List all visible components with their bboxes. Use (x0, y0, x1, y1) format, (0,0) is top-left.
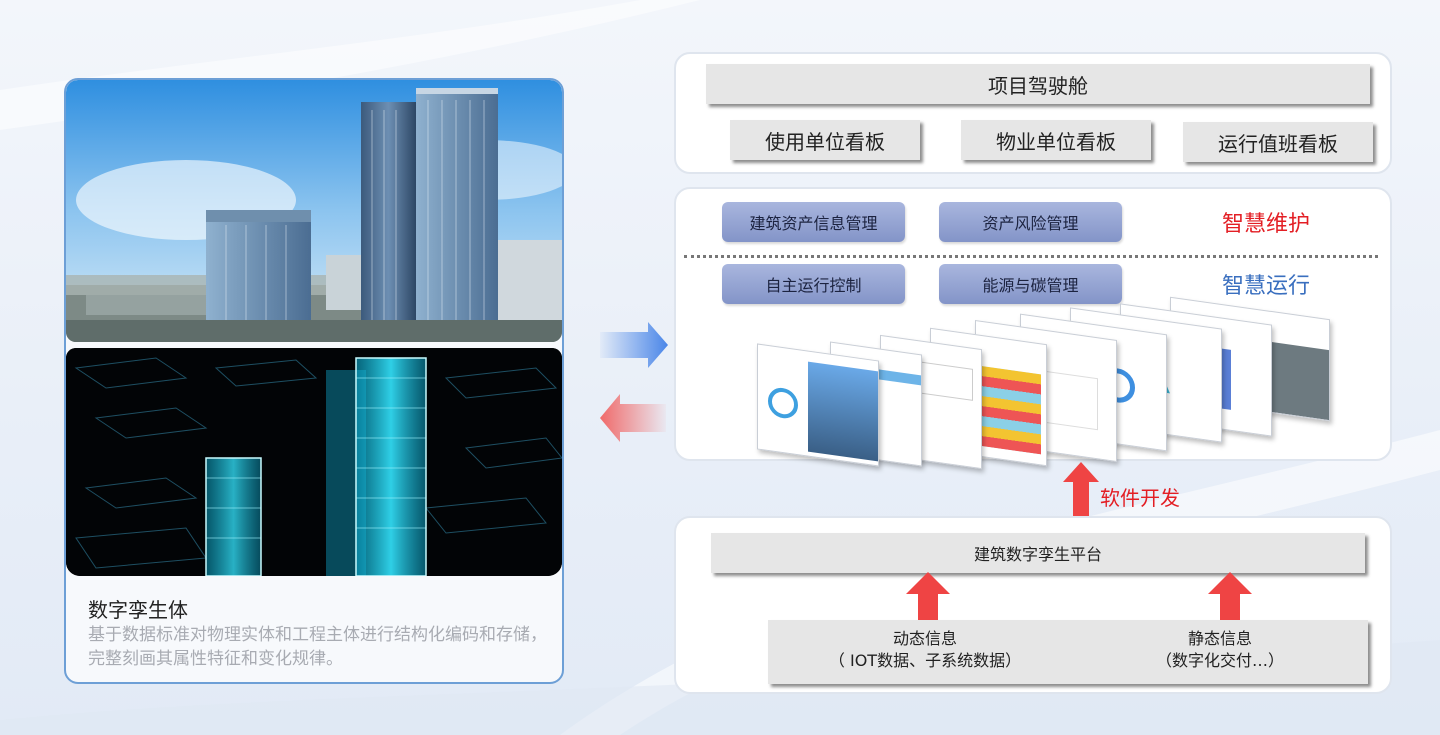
static-info[interactable]: 静态信息 （数字化交付…） (1090, 628, 1350, 672)
dynamic-info-detail: （ IOT数据、子系统数据） (828, 651, 1022, 670)
autonomous-control-button[interactable]: 自主运行控制 (722, 264, 905, 304)
board-property-unit[interactable]: 物业单位看板 (961, 120, 1151, 160)
digital-twin-card: 数字孪生体 基于数据标准对物理实体和工程主体进行结构化编码和存储，完整刻画其属性… (64, 78, 564, 684)
digital-twin-title: 数字孪生体 (88, 598, 188, 622)
info-source-bar (768, 620, 1368, 684)
dashboard-screen (757, 343, 879, 467)
wireframe-model (66, 348, 562, 576)
up-arrow-icon (1063, 462, 1099, 518)
up-arrow-icon (1208, 572, 1252, 624)
building-photo (66, 80, 562, 342)
smart-maintenance-label: 智慧维护 (1222, 212, 1311, 237)
static-info-title: 静态信息 (1187, 629, 1252, 648)
cockpit-panel: 项目驾驶舱 使用单位看板 物业单位看板 运行值班看板 (674, 52, 1392, 174)
arrow-left-icon (600, 394, 666, 442)
software-development-label: 软件开发 (1100, 486, 1180, 510)
divider (684, 255, 1378, 258)
arrow-right-icon (600, 322, 668, 368)
bidirectional-arrows (600, 322, 668, 442)
dynamic-info-title: 动态信息 (892, 629, 957, 648)
asset-risk-management-button[interactable]: 资产风险管理 (939, 202, 1122, 242)
board-duty-operation[interactable]: 运行值班看板 (1183, 122, 1373, 162)
platform-title-bar[interactable]: 建筑数字孪生平台 (711, 533, 1365, 573)
digital-twin-description: 基于数据标准对物理实体和工程主体进行结构化编码和存储，完整刻画其属性特征和变化规… (88, 625, 547, 669)
smart-operation-label: 智慧运行 (1222, 274, 1311, 299)
cockpit-title-bar[interactable]: 项目驾驶舱 (706, 64, 1370, 104)
asset-info-management-button[interactable]: 建筑资产信息管理 (722, 202, 905, 242)
dynamic-info[interactable]: 动态信息 （ IOT数据、子系统数据） (790, 628, 1060, 672)
static-info-detail: （数字化交付…） (1155, 651, 1284, 670)
board-usage-unit[interactable]: 使用单位看板 (730, 120, 920, 160)
energy-carbon-button[interactable]: 能源与碳管理 (939, 264, 1122, 304)
up-arrow-icon (906, 572, 950, 624)
